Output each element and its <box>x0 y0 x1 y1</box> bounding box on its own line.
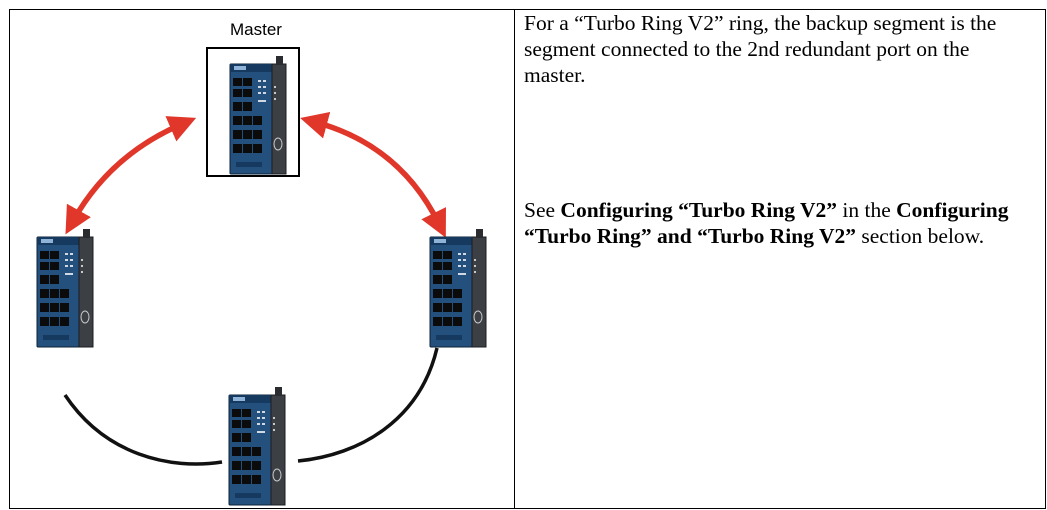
master-label: Master <box>230 20 282 39</box>
column-divider <box>514 9 515 509</box>
see-suffix: section below. <box>856 224 985 248</box>
master-switch <box>229 55 287 175</box>
bottom-switch <box>228 386 286 506</box>
see-prefix: See <box>524 198 561 222</box>
right-switch <box>429 228 487 348</box>
left-switch <box>36 228 94 348</box>
section-ref-1: Configuring “Turbo Ring V2” <box>560 198 838 222</box>
ring-link-right-bottom <box>297 347 439 463</box>
arrow-master-left <box>65 116 197 235</box>
section-ref-2: Configuring “Turbo Ring” and “Turbo Ring… <box>524 198 1009 248</box>
see-also-paragraph: See Configuring “Turbo Ring V2” in the C… <box>524 197 1036 249</box>
backup-segment-paragraph: For a “Turbo Ring V2” ring, the backup s… <box>524 11 997 87</box>
ring-link-left-bottom <box>63 394 223 466</box>
arrow-master-right <box>300 111 446 238</box>
table-border <box>9 9 1046 509</box>
see-mid: in the <box>837 198 897 222</box>
